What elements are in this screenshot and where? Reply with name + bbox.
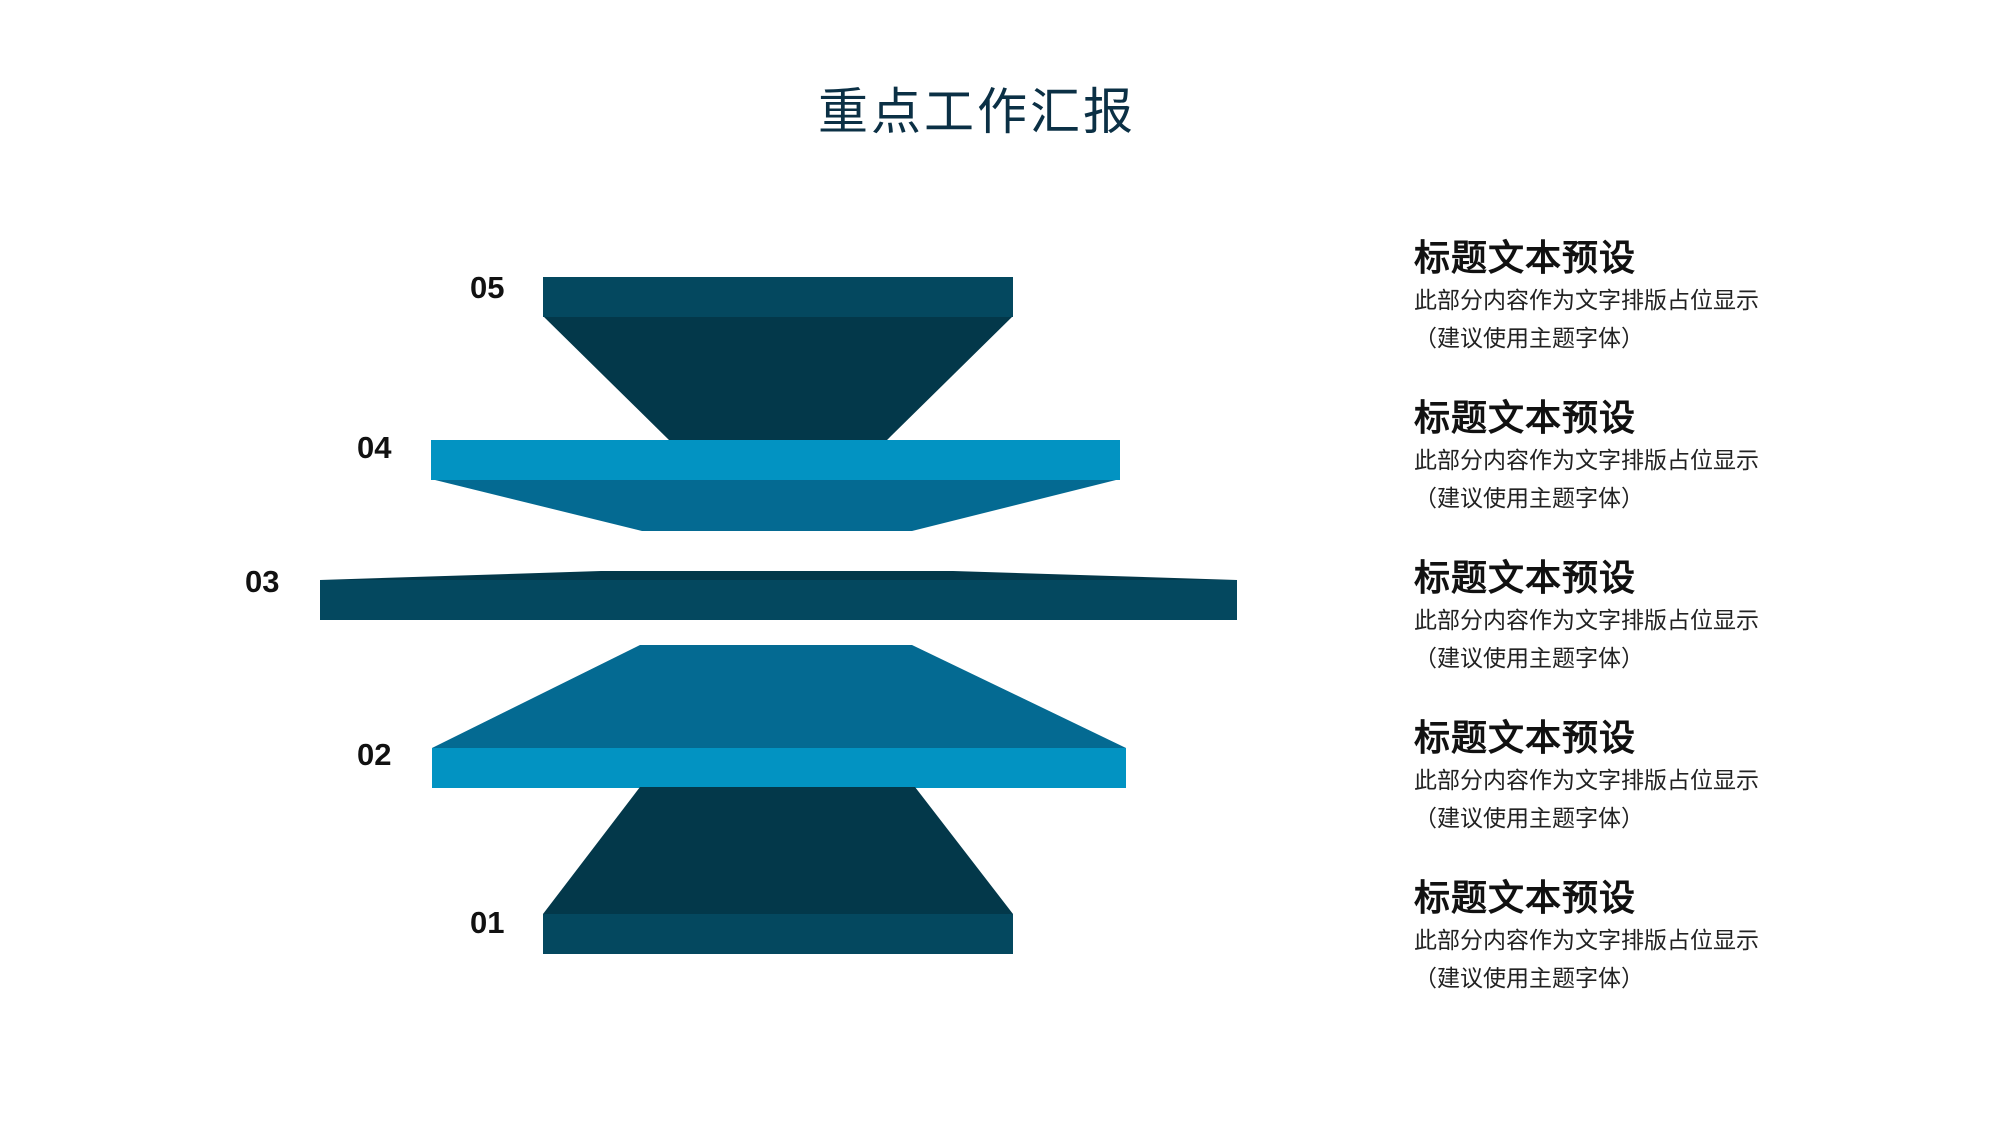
layer-number-03: 03 <box>245 564 280 599</box>
text-block-title: 标题文本预设 <box>1414 238 1637 279</box>
text-block-desc-line2: （建议使用主题字体） <box>1414 486 1644 512</box>
text-block-2: 标题文本预设 此部分内容作为文字排版占位显示 （建议使用主题字体） <box>1414 397 1854 517</box>
text-block-title: 标题文本预设 <box>1414 878 1637 919</box>
layer-number-02: 02 <box>357 737 392 772</box>
text-block-desc-line1: 此部分内容作为文字排版占位显示 <box>1414 448 1759 474</box>
text-block-desc-line1: 此部分内容作为文字排版占位显示 <box>1414 608 1759 634</box>
layer-03-band <box>320 580 1237 620</box>
text-block-3: 标题文本预设 此部分内容作为文字排版占位显示 （建议使用主题字体） <box>1414 557 1854 677</box>
layer-05-band <box>543 277 1013 317</box>
layer-02-trapezoid <box>432 645 1126 748</box>
text-block-desc-line1: 此部分内容作为文字排版占位显示 <box>1414 768 1759 794</box>
text-block-desc-line2: （建议使用主题字体） <box>1414 806 1644 832</box>
layer-04-trapezoid <box>431 479 1120 531</box>
layer-number-04: 04 <box>357 430 392 465</box>
text-block-desc-line2: （建议使用主题字体） <box>1414 966 1644 992</box>
layer-02-band <box>432 748 1126 788</box>
text-block-desc-line2: （建议使用主题字体） <box>1414 646 1644 672</box>
text-block-1: 标题文本预设 此部分内容作为文字排版占位显示 （建议使用主题字体） <box>1414 237 1854 357</box>
text-block-title: 标题文本预设 <box>1414 718 1637 759</box>
text-block-4: 标题文本预设 此部分内容作为文字排版占位显示 （建议使用主题字体） <box>1414 717 1854 837</box>
text-block-desc-line1: 此部分内容作为文字排版占位显示 <box>1414 288 1759 314</box>
layer-04-band <box>431 440 1120 480</box>
layer-number-05: 05 <box>470 270 505 305</box>
text-block-5: 标题文本预设 此部分内容作为文字排版占位显示 （建议使用主题字体） <box>1414 877 1854 997</box>
layer-number-01: 01 <box>470 905 505 940</box>
layer-01-trapezoid <box>543 787 1013 914</box>
layer-05-trapezoid <box>543 316 1013 441</box>
text-block-desc-line2: （建议使用主题字体） <box>1414 326 1644 352</box>
text-block-desc-line1: 此部分内容作为文字排版占位显示 <box>1414 928 1759 954</box>
page-title: 重点工作汇报 <box>818 83 1136 141</box>
text-block-title: 标题文本预设 <box>1414 558 1637 599</box>
text-block-title: 标题文本预设 <box>1414 398 1637 439</box>
layer-03-cap <box>320 571 1237 581</box>
layer-01-band <box>543 914 1013 954</box>
